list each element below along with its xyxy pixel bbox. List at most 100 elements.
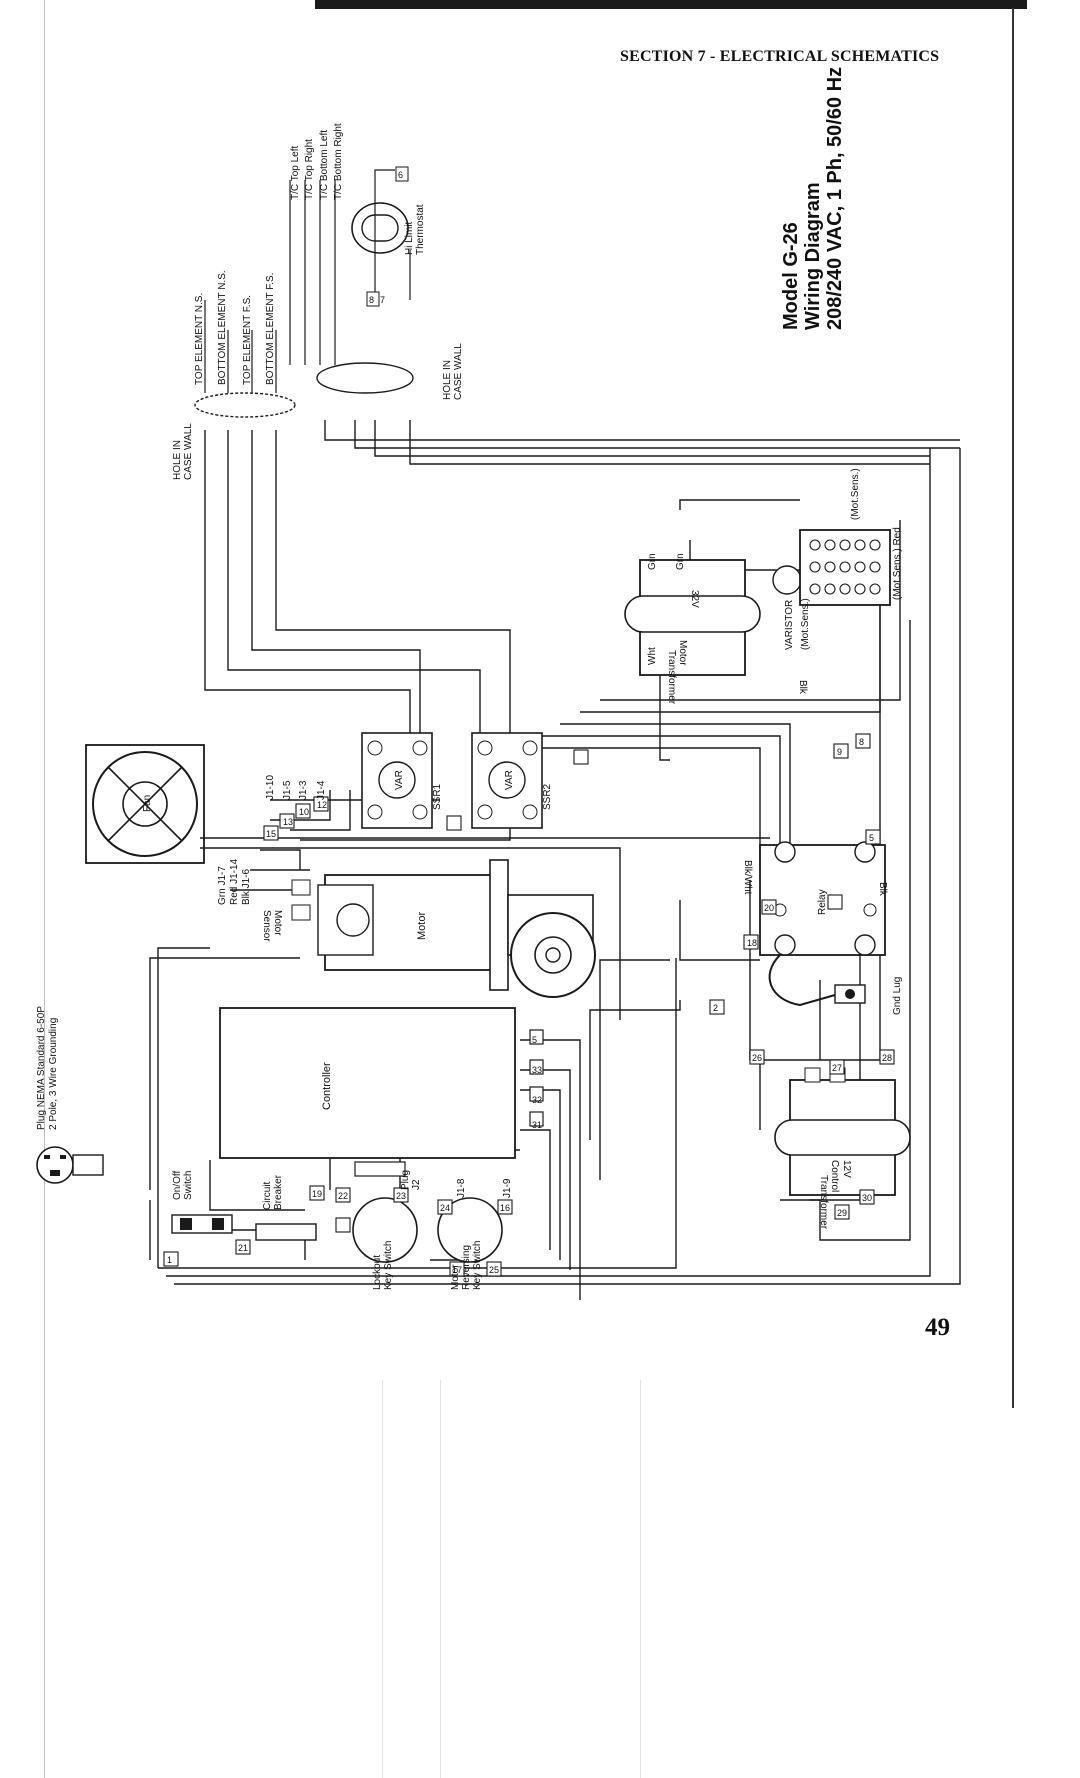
blk-j16-label: Blk J1-6: [241, 868, 252, 905]
lockout-key-switch: [352, 1197, 418, 1263]
section-heading: SECTION 7 - ELECTRICAL SCHEMATICS: [620, 48, 940, 65]
grn-j17-label: Grn J1-7: [217, 866, 228, 905]
ssr1-var-label: VAR: [394, 770, 405, 790]
wire-number: 18: [747, 938, 757, 948]
bleed-line: [640, 1380, 641, 1778]
ssr2-relay: [471, 732, 543, 829]
wire-number: 32: [532, 1095, 542, 1105]
top-ns-label: TOP ELEMENT N.S.: [194, 293, 205, 385]
mains-plug: [36, 1146, 104, 1184]
lockout-label-2: Key Switch: [383, 1241, 394, 1290]
fan-label: Fan: [142, 795, 153, 812]
wire-number: 13: [283, 817, 293, 827]
hi-limit-thermostat: [351, 166, 409, 307]
wire-number: 15: [266, 829, 276, 839]
wire-number: 29: [837, 1208, 847, 1218]
wire-number: 16: [500, 1203, 510, 1213]
wire-number: 21: [238, 1243, 248, 1253]
motor-32v-label: 32V: [689, 590, 700, 608]
grn-label: Grn: [647, 553, 658, 570]
wire-number: 5: [869, 833, 874, 843]
wire: [149, 957, 300, 1190]
motor-transformer: [624, 559, 761, 676]
onoff-contact: [212, 1218, 224, 1230]
wire: [599, 959, 670, 1180]
bottom-fs-label: BOTTOM ELEMENT F.S.: [265, 273, 276, 385]
tc-top-right-label: T/C Top Right: [304, 139, 315, 200]
wire: [290, 790, 351, 831]
blk-label-2: Blk: [877, 882, 888, 897]
wire: [200, 847, 621, 1020]
wire-number: 27: [832, 1063, 842, 1073]
wire: [354, 420, 960, 449]
plug-sub-label: 2 Pole, 3 Wire Grounding: [48, 1018, 59, 1130]
wire-number: 12: [317, 800, 327, 810]
wire: [560, 723, 791, 870]
wire: [540, 735, 781, 880]
reversing-label-3: Key Switch: [472, 1241, 483, 1290]
ssr1-label: SSR1: [432, 783, 443, 810]
connector-block: [799, 529, 891, 606]
controller-box: [219, 1007, 516, 1159]
wire-number: 20: [764, 903, 774, 913]
bleed-line: [382, 1380, 383, 1778]
wire-number: 30: [862, 1193, 872, 1203]
tc-bottom-left-label: T/C Bottom Left: [319, 130, 330, 200]
control-transformer: [774, 1067, 911, 1196]
breaker-label: Circuit: [262, 1181, 273, 1210]
top-fs-label: TOP ELEMENT F.S.: [242, 295, 253, 385]
wire-number: 23: [396, 1191, 406, 1201]
plug-label: Plug NEMA Standard 6-50P: [36, 1006, 47, 1130]
lockout-label: Lockout: [372, 1255, 383, 1290]
plug-j2-label: Plug: [400, 1170, 411, 1190]
circuit-breaker: [255, 1223, 317, 1241]
tc-top-left-label: T/C Top Left: [290, 145, 301, 200]
fan-unit: [85, 744, 205, 864]
wire-number: 7: [380, 295, 385, 305]
wire-number: 9: [837, 747, 842, 757]
right-rule: [1012, 8, 1014, 1408]
j13-label: J1-3: [298, 780, 309, 800]
binding-edge: [44, 0, 45, 1778]
gnd-lug-label: Gnd Lug: [892, 977, 903, 1015]
red-j114-label: Red J1-14: [229, 858, 240, 905]
wire: [251, 430, 421, 740]
mot-sens-blk-label: (Mot.Sens.): [800, 598, 811, 650]
ssr2-label: SSR2: [542, 783, 553, 810]
wire: [520, 1129, 551, 1250]
onoff-contact: [180, 1218, 192, 1230]
hole1-label-2: CASE WALL: [183, 423, 194, 480]
wire: [520, 1069, 571, 1270]
controller-label: Controller: [321, 1062, 333, 1110]
wire-number-boxes: [163, 733, 895, 1277]
controller-terminals: [529, 1029, 544, 1127]
breaker-label-2: Breaker: [273, 1174, 284, 1210]
wire-number: 10: [299, 807, 309, 817]
wire-number: 5: [532, 1035, 537, 1045]
wire: [589, 1000, 681, 1140]
control-tx-label: Control: [829, 1160, 840, 1192]
element-leads: [204, 169, 411, 393]
reversing-label-2: Reversing: [461, 1245, 472, 1290]
tc-bottom-right-label: T/C Bottom Right: [333, 123, 344, 200]
plug-j2-label-2: J2: [411, 1179, 422, 1190]
wire: [520, 747, 761, 870]
j19-label: J1-9: [502, 1178, 513, 1198]
case-wall-hole-1: [194, 392, 296, 418]
hole2-label-2: CASE WALL: [453, 343, 464, 400]
wire: [409, 420, 930, 465]
bleed-line: [440, 1380, 441, 1778]
wire-number: 26: [752, 1053, 762, 1063]
wire: [209, 1160, 305, 1211]
ssr2-var-label: VAR: [504, 770, 515, 790]
wire: [600, 520, 901, 701]
wire-numbers: 1 2 5 7 8 9 10 12 13 15 16 17 18 19 20 2…: [167, 170, 892, 1275]
main-relay: [759, 841, 886, 956]
wire-number: 17: [452, 1265, 462, 1275]
wire-number: 33: [532, 1065, 542, 1075]
plug-j2: [354, 1161, 406, 1177]
wire-number: 8: [859, 737, 864, 747]
wire: [260, 849, 301, 870]
wire-number: 8: [369, 295, 374, 305]
